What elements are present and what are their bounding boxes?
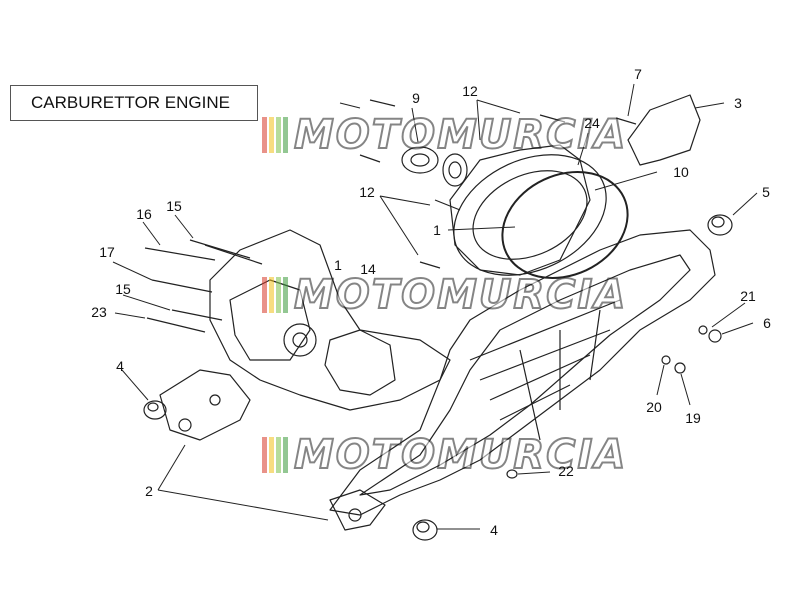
callout-4: 4 xyxy=(116,358,124,374)
watermark-logo-bars xyxy=(262,437,288,473)
washer-21 xyxy=(698,325,708,335)
callout-19: 19 xyxy=(685,410,701,426)
watermark-logo-bars xyxy=(262,117,288,153)
watermark-top: MOTOMURCIA xyxy=(262,111,628,159)
plug-22 xyxy=(506,469,518,479)
callout-16: 16 xyxy=(136,206,152,222)
callout-20: 20 xyxy=(646,399,662,415)
bolt-15a-2 xyxy=(204,244,263,265)
callout-24: 24 xyxy=(584,115,600,131)
watermark-text: MOTOMURCIA xyxy=(293,111,628,159)
callout-7: 7 xyxy=(634,66,642,82)
cover-plate xyxy=(627,94,701,166)
callout-1: 1 xyxy=(334,257,342,273)
bolt-12-right xyxy=(539,114,566,123)
watermark-middle: MOTOMURCIA xyxy=(262,271,628,319)
callout-9: 9 xyxy=(412,90,420,106)
silent-block-4b xyxy=(412,519,438,541)
callout-21: 21 xyxy=(740,288,756,304)
bolt-15a-1 xyxy=(189,239,251,259)
watermark-logo-bars xyxy=(262,277,288,313)
callout-12: 12 xyxy=(359,184,375,200)
bolt-12-top xyxy=(369,99,396,107)
callout-10: 10 xyxy=(673,164,689,180)
oil-seal xyxy=(442,153,468,187)
callout-5: 5 xyxy=(762,184,770,200)
callout-15: 15 xyxy=(166,198,182,214)
callout-4: 4 xyxy=(490,522,498,538)
bracket-14 xyxy=(324,329,396,396)
clutch-cover xyxy=(453,154,607,276)
bolt-7 xyxy=(615,117,637,125)
cover-back xyxy=(449,144,591,276)
bolt-12-low xyxy=(419,261,441,269)
mount-arm-lower xyxy=(329,489,386,531)
engine-front-half xyxy=(209,229,451,411)
callout-3: 3 xyxy=(734,95,742,111)
callout-15: 15 xyxy=(115,281,131,297)
mount-arm-left xyxy=(159,369,251,441)
callout-17: 17 xyxy=(99,244,115,260)
washer-20 xyxy=(661,355,671,365)
plug-19 xyxy=(674,362,686,374)
watermark-text: MOTOMURCIA xyxy=(293,431,628,479)
engine-front-detail xyxy=(229,279,311,361)
bolt-16 xyxy=(144,247,216,261)
silent-block-4a xyxy=(143,400,167,420)
crankcase-ribs xyxy=(469,299,621,441)
bolt-23 xyxy=(146,317,206,333)
callout-12: 12 xyxy=(462,83,478,99)
engine-bearing-bore xyxy=(283,323,317,357)
bolt-12-mid xyxy=(434,199,461,211)
watermark-bottom: MOTOMURCIA xyxy=(262,431,628,479)
bolt-misc xyxy=(359,154,381,163)
callout-22: 22 xyxy=(558,463,574,479)
callout-2: 2 xyxy=(145,483,153,499)
diagram-title: CARBURETTOR ENGINE xyxy=(10,85,258,121)
silent-block-5 xyxy=(707,214,733,236)
bearing xyxy=(401,146,439,174)
crankcase-main xyxy=(329,229,716,516)
watermark-text: MOTOMURCIA xyxy=(293,271,628,319)
callout-6: 6 xyxy=(763,315,771,331)
callout-14: 14 xyxy=(360,261,376,277)
callout-23: 23 xyxy=(91,304,107,320)
bolt-15b xyxy=(171,309,223,321)
gasket-ring xyxy=(501,171,629,279)
crankcase-inner xyxy=(359,254,691,496)
plug-6 xyxy=(708,329,722,343)
bolt-17 xyxy=(151,279,213,293)
callout-1: 1 xyxy=(433,222,441,238)
